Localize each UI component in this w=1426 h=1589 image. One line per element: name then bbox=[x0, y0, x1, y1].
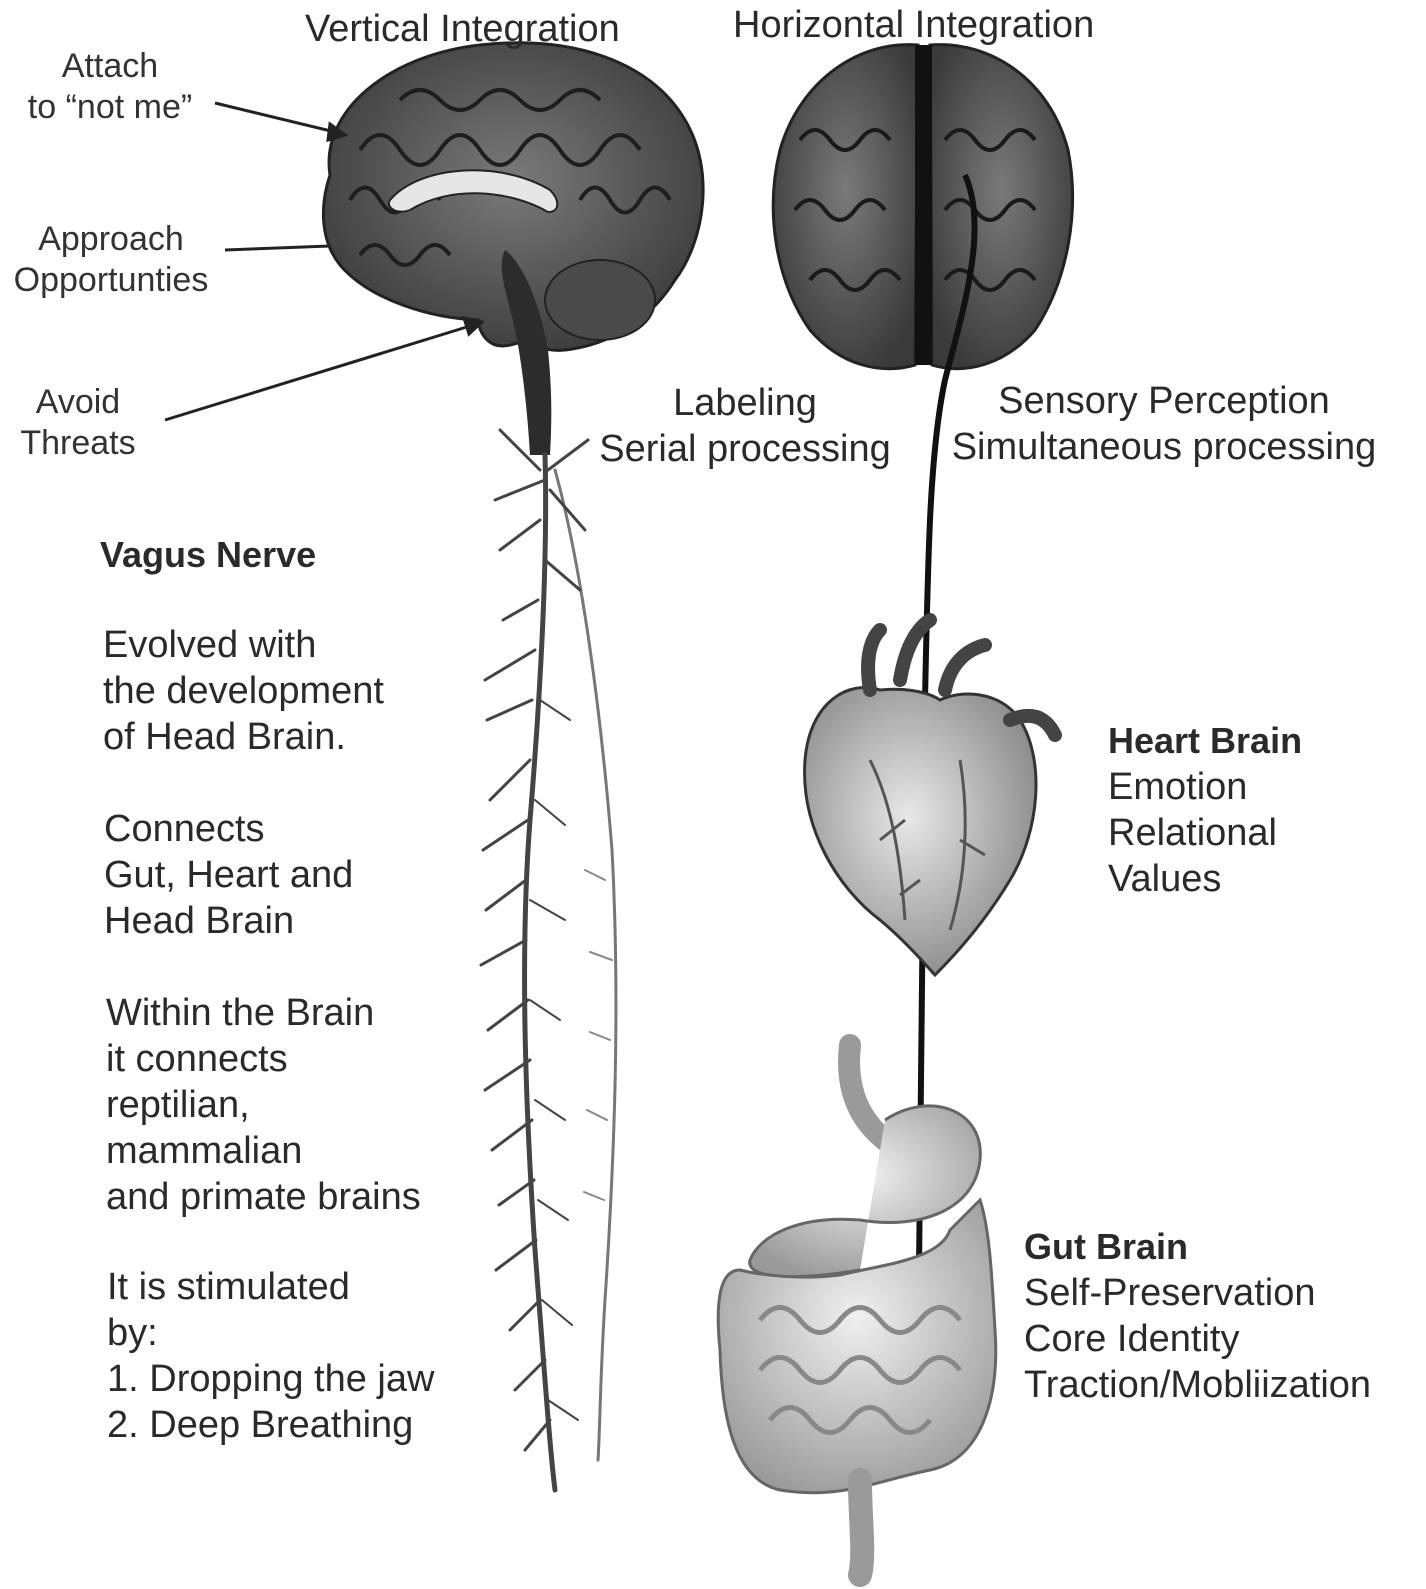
heart-brain-item: Values bbox=[1108, 856, 1302, 902]
vagus-paragraph-3: Within the Brain it connects reptilian, … bbox=[106, 990, 421, 1220]
gut-brain-item: Core Identity bbox=[1024, 1316, 1371, 1362]
sensory-label: Sensory Perception Simultaneous processi… bbox=[936, 378, 1392, 470]
gut-brain-title: Gut Brain bbox=[1024, 1224, 1371, 1270]
gut-brain-item: Traction/Mobliization bbox=[1024, 1362, 1371, 1408]
heart-image bbox=[805, 620, 1055, 975]
gut-image bbox=[718, 1045, 996, 1575]
heart-brain-title: Heart Brain bbox=[1108, 718, 1302, 764]
top-view-brain-image bbox=[773, 45, 1072, 369]
vagus-title: Vagus Nerve bbox=[100, 534, 316, 575]
gut-brain-item: Self-Preservation bbox=[1024, 1270, 1371, 1316]
vagus-paragraph-1: Evolved with the development of Head Bra… bbox=[103, 622, 384, 760]
heart-brain-item: Relational bbox=[1108, 810, 1302, 856]
avoid-label: Avoid Threats bbox=[16, 382, 140, 464]
horizontal-integration-heading: Horizontal Integration bbox=[733, 2, 1094, 48]
attach-label: Attach to “not me” bbox=[20, 46, 200, 128]
labeling-label: Labeling Serial processing bbox=[590, 380, 900, 472]
vagus-nerve-image bbox=[481, 430, 616, 1490]
approach-label: Approach Opportunties bbox=[6, 219, 216, 301]
vertical-integration-heading: Vertical Integration bbox=[305, 6, 620, 52]
vagus-paragraph-4: It is stimulated by: 1. Dropping the jaw… bbox=[107, 1264, 434, 1448]
heart-brain-block: Heart Brain Emotion Relational Values bbox=[1108, 718, 1302, 902]
heart-brain-item: Emotion bbox=[1108, 764, 1302, 810]
vagus-paragraph-2: Connects Gut, Heart and Head Brain bbox=[104, 806, 353, 944]
gut-brain-block: Gut Brain Self-Preservation Core Identit… bbox=[1024, 1224, 1371, 1408]
